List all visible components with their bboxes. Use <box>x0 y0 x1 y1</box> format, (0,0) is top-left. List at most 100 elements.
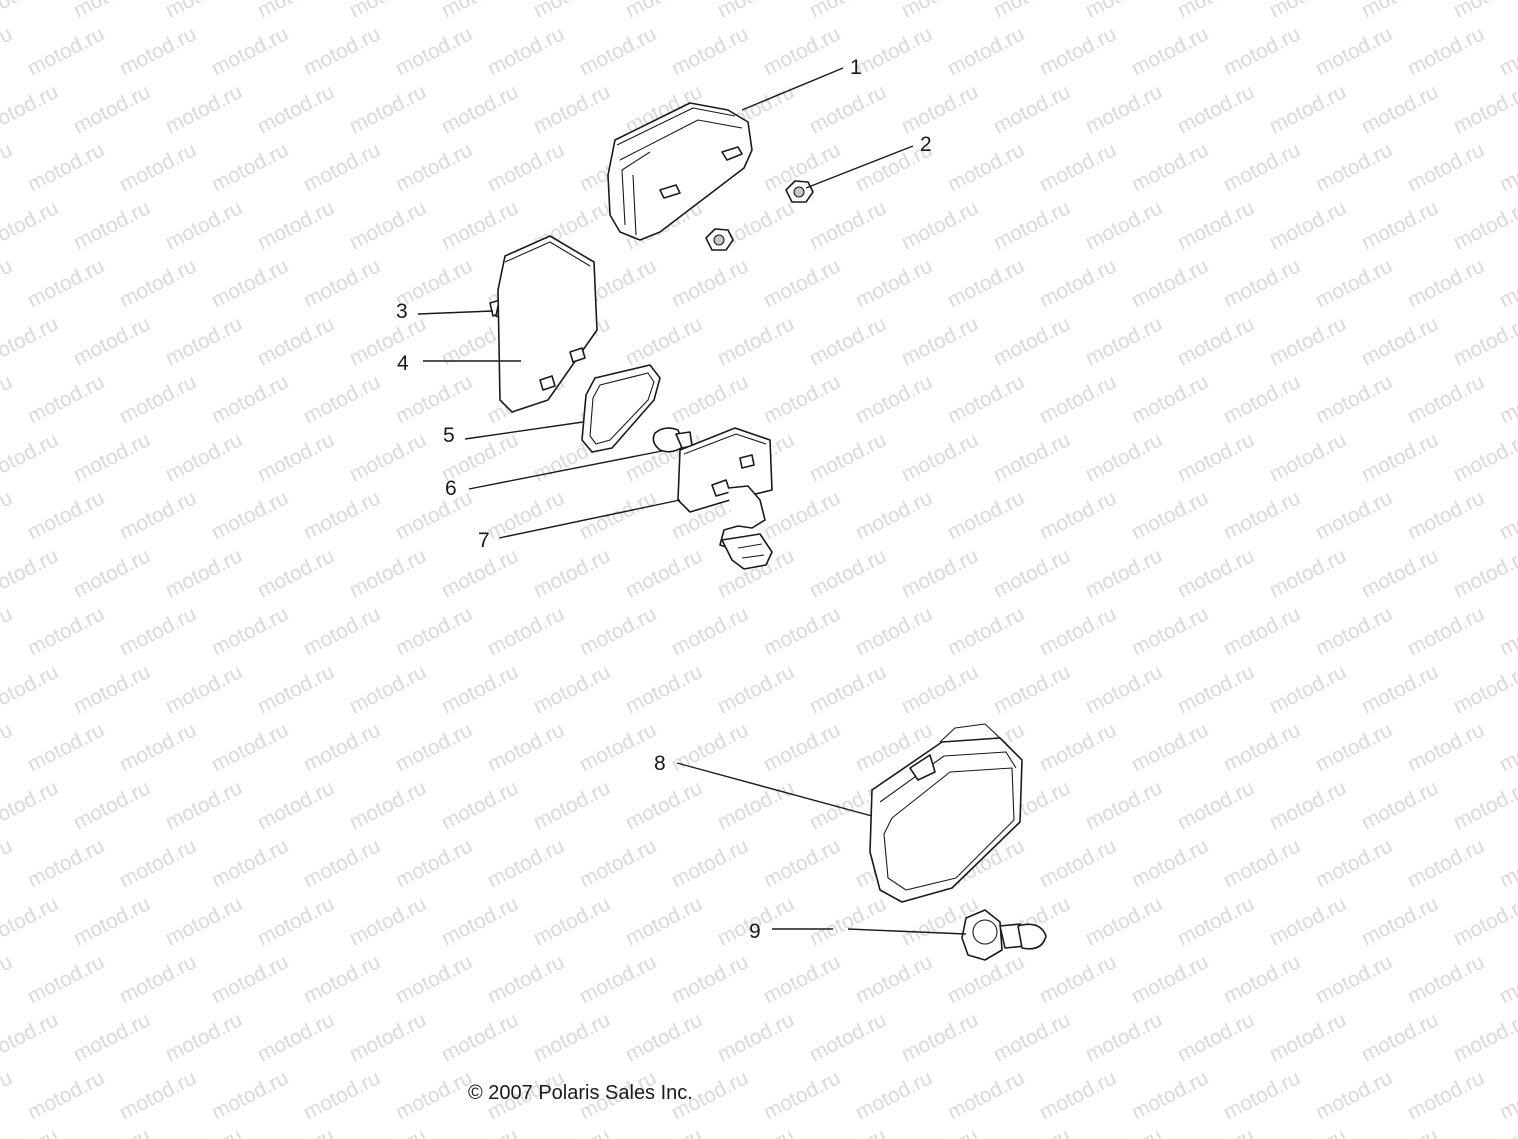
leader-3 <box>417 310 494 315</box>
watermark-text: motod.ru <box>208 1066 292 1124</box>
watermark-text: motod.ru <box>116 1066 200 1124</box>
watermark-text: motod.ru <box>898 196 982 254</box>
watermark-text: motod.ru <box>300 718 384 776</box>
leader-6 <box>468 450 663 490</box>
watermark-text: motod.ru <box>898 544 982 602</box>
watermark-text: motod.ru <box>1496 486 1518 544</box>
watermark-text: motod.ru <box>622 660 706 718</box>
part-7-socket-harness[interactable] <box>677 427 773 570</box>
watermark-text: motod.ru <box>806 660 890 718</box>
watermark-text: motod.ru <box>1358 0 1442 22</box>
watermark-text: motod.ru <box>806 196 890 254</box>
watermark-text: motod.ru <box>162 1124 246 1139</box>
watermark-text: motod.ru <box>300 1066 384 1124</box>
watermark-text: motod.ru <box>438 544 522 602</box>
watermark-text: motod.ru <box>116 138 200 196</box>
watermark-text: motod.ru <box>1174 80 1258 138</box>
watermark-text: motod.ru <box>1174 312 1258 370</box>
watermark-text: motod.ru <box>944 138 1028 196</box>
watermark-text: motod.ru <box>1404 486 1488 544</box>
watermark-text: motod.ru <box>530 1124 614 1139</box>
watermark-text: motod.ru <box>0 80 62 138</box>
watermark-text: motod.ru <box>944 370 1028 428</box>
watermark-text: motod.ru <box>254 0 338 22</box>
watermark-text: motod.ru <box>1358 1008 1442 1066</box>
watermark-text: motod.ru <box>392 602 476 660</box>
watermark-text: motod.ru <box>208 718 292 776</box>
watermark-text: motod.ru <box>1496 1066 1518 1124</box>
watermark-text: motod.ru <box>1266 1008 1350 1066</box>
watermark-text: motod.ru <box>70 196 154 254</box>
watermark-text: motod.ru <box>944 486 1028 544</box>
watermark-text: motod.ru <box>1266 0 1350 22</box>
watermark-text: motod.ru <box>1496 834 1518 892</box>
watermark-text: motod.ru <box>622 0 706 22</box>
watermark-text: motod.ru <box>392 718 476 776</box>
watermark-text: motod.ru <box>1266 428 1350 486</box>
watermark-text: motod.ru <box>622 776 706 834</box>
watermark-text: motod.ru <box>806 428 890 486</box>
part-4-lens[interactable] <box>497 235 598 413</box>
watermark-text: motod.ru <box>208 486 292 544</box>
watermark-text: motod.ru <box>1220 718 1304 776</box>
watermark-text: motod.ru <box>24 834 108 892</box>
watermark-text: motod.ru <box>254 1008 338 1066</box>
watermark-text: motod.ru <box>0 544 62 602</box>
watermark-text: motod.ru <box>0 1008 62 1066</box>
watermark-text: motod.ru <box>714 312 798 370</box>
watermark-text: motod.ru <box>668 22 752 80</box>
part-5-gasket[interactable] <box>581 364 661 453</box>
watermark-text: motod.ru <box>0 1124 62 1139</box>
watermark-text: motod.ru <box>300 950 384 1008</box>
watermark-text: motod.ru <box>806 892 890 950</box>
watermark-text: motod.ru <box>346 1124 430 1139</box>
watermark-text: motod.ru <box>530 892 614 950</box>
watermark-text: motod.ru <box>300 254 384 312</box>
watermark-text: motod.ru <box>1496 370 1518 428</box>
watermark-text: motod.ru <box>898 312 982 370</box>
watermark-text: motod.ru <box>1082 776 1166 834</box>
watermark-text: motod.ru <box>1358 776 1442 834</box>
watermark-text: motod.ru <box>760 834 844 892</box>
watermark-text: motod.ru <box>0 22 16 80</box>
part-2-nut[interactable] <box>705 180 814 251</box>
watermark-text: motod.ru <box>1358 892 1442 950</box>
watermark-text: motod.ru <box>346 196 430 254</box>
watermark-text: motod.ru <box>1266 776 1350 834</box>
watermark-text: motod.ru <box>300 602 384 660</box>
watermark-text: motod.ru <box>24 254 108 312</box>
watermark-text: motod.ru <box>1174 1008 1258 1066</box>
watermark-text: motod.ru <box>346 312 430 370</box>
watermark-text: motod.ru <box>668 834 752 892</box>
watermark-text: motod.ru <box>1128 254 1212 312</box>
watermark-text: motod.ru <box>990 544 1074 602</box>
watermark-text: motod.ru <box>1312 370 1396 428</box>
watermark-text: motod.ru <box>576 602 660 660</box>
watermark-text: motod.ru <box>484 486 568 544</box>
watermark-text: motod.ru <box>714 0 798 22</box>
watermark-text: motod.ru <box>1450 196 1518 254</box>
watermark-text: motod.ru <box>1450 312 1518 370</box>
watermark-text: motod.ru <box>346 892 430 950</box>
watermark-text: motod.ru <box>1312 834 1396 892</box>
watermark-text: motod.ru <box>760 22 844 80</box>
leader-5 <box>464 421 584 440</box>
watermark-text: motod.ru <box>898 80 982 138</box>
watermark-text: motod.ru <box>24 950 108 1008</box>
watermark-text: motod.ru <box>806 1124 890 1139</box>
watermark-text: motod.ru <box>1220 602 1304 660</box>
watermark-text: motod.ru <box>208 370 292 428</box>
watermark-text: motod.ru <box>576 950 660 1008</box>
watermark-text: motod.ru <box>254 312 338 370</box>
watermark-text: motod.ru <box>208 22 292 80</box>
watermark-text: motod.ru <box>806 1008 890 1066</box>
watermark-text: motod.ru <box>254 544 338 602</box>
watermark-text: motod.ru <box>576 486 660 544</box>
leader-2 <box>805 145 914 189</box>
part-1-housing[interactable] <box>607 102 753 241</box>
watermark-text: motod.ru <box>438 776 522 834</box>
part-9-headlight-bulb[interactable] <box>961 909 1047 961</box>
part-8-headlight[interactable] <box>869 723 1023 903</box>
watermark-text: motod.ru <box>622 544 706 602</box>
watermark-text: motod.ru <box>1082 312 1166 370</box>
